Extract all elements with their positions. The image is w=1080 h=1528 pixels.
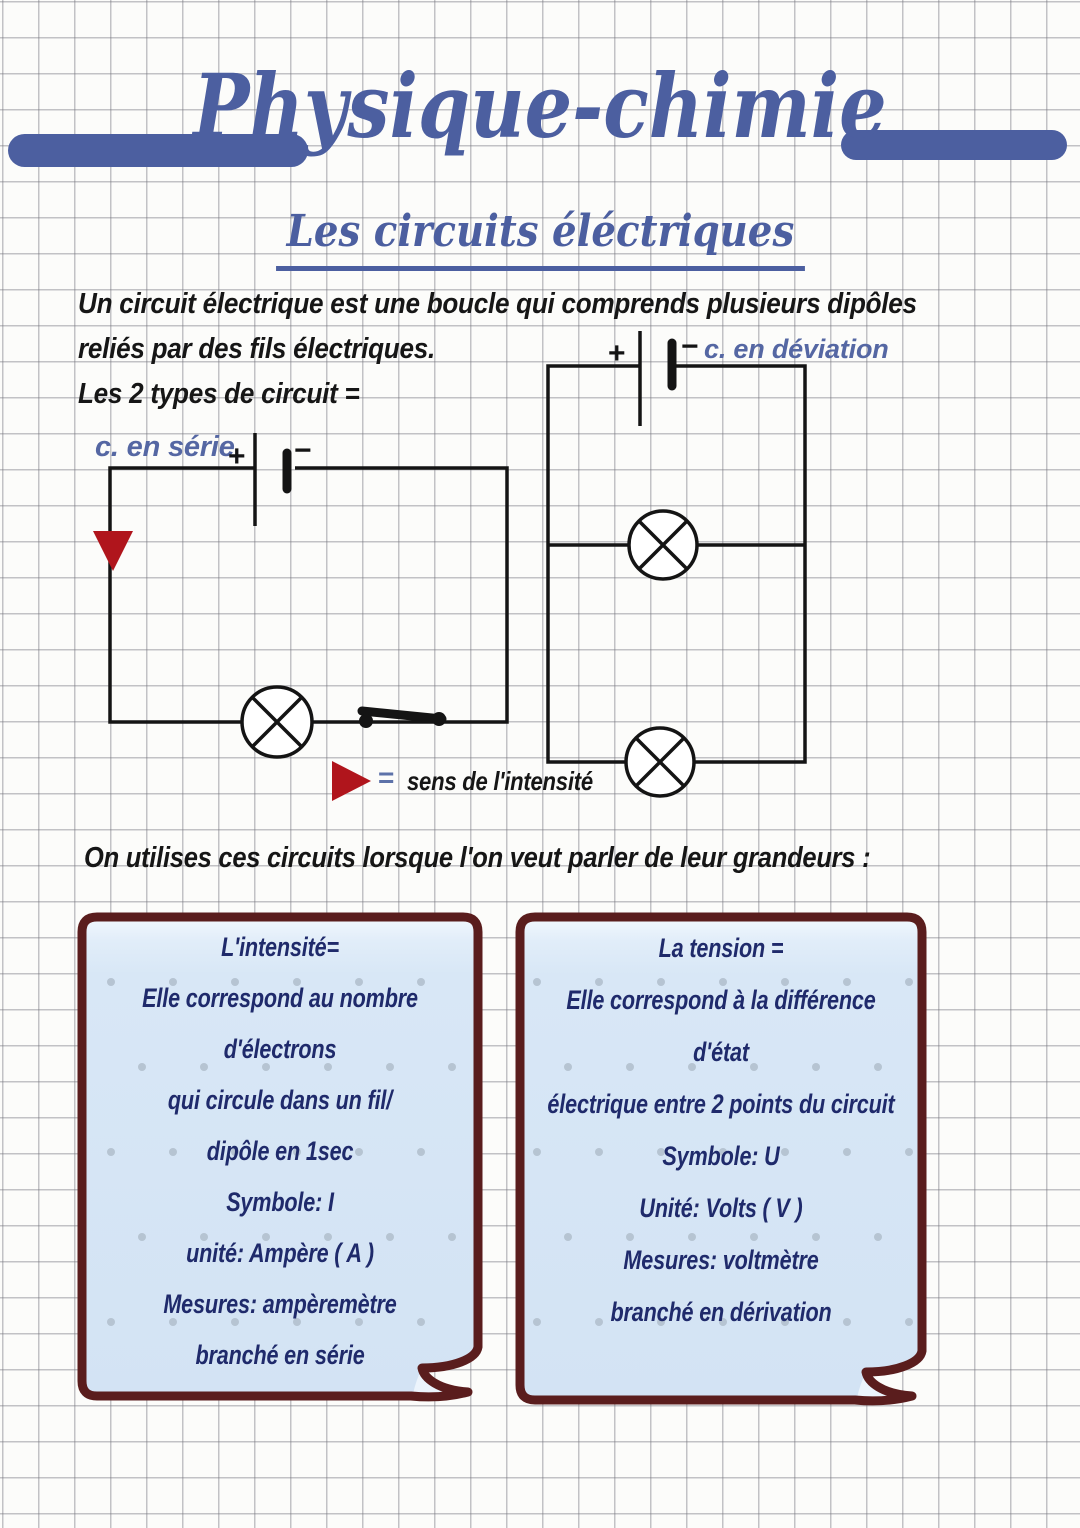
card-line: L'intensité= [221,932,339,962]
tension-card-text: La tension = Elle correspond à la différ… [513,922,929,1338]
intro-line: reliés par des fils électriques. [78,333,435,365]
legend-equals: = [378,762,395,793]
card-dots-pattern [520,917,922,1401]
series-circuit-label: c. en série [95,431,235,463]
switch-contact-dot [432,712,446,726]
tension-note-card: La tension = Elle correspond à la différ… [513,910,929,1408]
intro-line: Un circuit électrique est une boucle qui… [78,288,917,320]
open-switch-icon [357,706,447,724]
card-dots-pattern [82,917,478,1397]
current-direction-arrow-icon [93,531,133,571]
parallel-circuit-diagram [546,331,807,798]
grandeurs-sentence: On utilises ces circuits lorsque l'on ve… [84,842,871,874]
note-card-paper [515,912,927,1406]
battery-plus-sign: + [228,440,246,473]
note-card-paper [77,912,483,1402]
title-decoration-bar-left [8,134,308,167]
card-line: d'état [693,1036,749,1067]
intro-line: Les 2 types de circuit = [78,378,360,410]
battery-minus-sign: − [681,330,699,363]
series-wire-loop [108,466,509,724]
subtitle-wrap: Les circuits éléctriques [0,206,1080,271]
switch-contact-dot [359,714,373,728]
battery-plus-sign: + [608,337,626,370]
card-line: Elle correspond au nombre [142,983,418,1013]
lamp-cross [634,736,686,788]
page-subtitle: Les circuits éléctriques [275,206,805,271]
title-decoration-bar-right [841,130,1067,160]
card-line: électrique entre 2 points du circuit [547,1088,895,1119]
parallel-circuit-label: c. en déviation [704,334,889,364]
card-line: dipôle en 1sec [206,1136,354,1166]
card-border [515,912,927,1406]
intro-paragraph: Un circuit électrique est une boucle qui… [78,282,1010,417]
legend-arrow-icon [332,761,371,801]
card-line: unité: Ampère ( A ) [186,1238,374,1268]
series-circuit-diagram [93,433,509,759]
card-line: Symbole: I [226,1187,334,1217]
battery-minus-sign: − [294,434,312,467]
folded-corner-icon [857,1372,910,1399]
lamp-cross [637,519,689,571]
card-line: Unité: Volts ( V ) [639,1192,803,1223]
intensity-card-text: L'intensité= Elle correspond au nombre d… [75,922,485,1381]
card-line: La tension = [658,932,784,963]
intensity-note-card: L'intensité= Elle correspond au nombre d… [75,910,485,1404]
card-line: branché en dérivation [610,1296,832,1327]
lamp-cross [251,696,303,748]
card-line: Mesures: ampèremètre [163,1289,397,1319]
card-line: Symbole: U [662,1140,780,1171]
page-title: Physique-chimie [193,54,887,158]
card-line: Elle correspond à la différence [566,984,876,1015]
folded-corner-icon [413,1368,466,1395]
card-line: Mesures: voltmètre [623,1244,819,1275]
card-line: qui circule dans un fil/ [167,1085,393,1115]
card-line: branché en série [195,1340,365,1370]
legend-text: sens de l'intensité [407,766,593,796]
card-border [77,912,483,1402]
card-line: d'électrons [223,1034,337,1064]
